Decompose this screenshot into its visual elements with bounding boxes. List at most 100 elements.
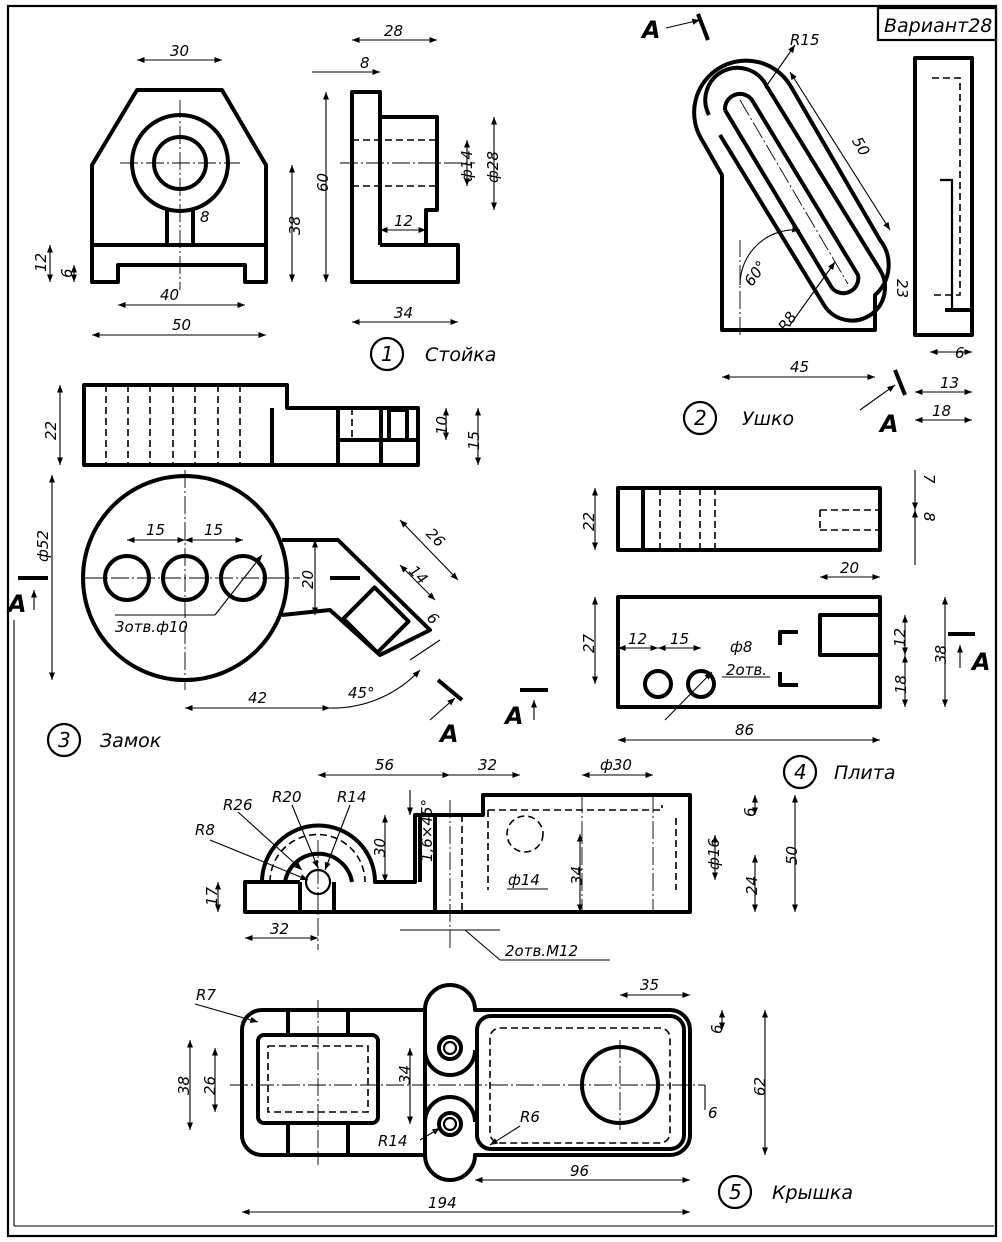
part-ushko: A R15 50 60° R8 23 45 6 13 18 — [640, 13, 974, 438]
dim-15-b: 15 — [204, 521, 223, 539]
dim-6: 6 — [708, 1024, 726, 1034]
dim-r20: R20 — [272, 788, 302, 806]
dim-r14: R14 — [337, 788, 367, 806]
dim-40: 40 — [160, 286, 179, 304]
part5-name: Крышка — [772, 1182, 853, 1204]
part4-number: 4 — [794, 760, 807, 784]
dim-r8: R8 — [195, 821, 215, 839]
dim-34: 34 — [568, 866, 586, 885]
dim-35: 35 — [640, 976, 659, 994]
dim-23: 23 — [893, 279, 911, 298]
dim-24: 24 — [743, 876, 761, 895]
dim-42: 42 — [248, 689, 267, 707]
dim-17: 17 — [203, 886, 221, 906]
dim-r6: R6 — [520, 1108, 540, 1126]
dim-28: 28 — [384, 22, 403, 40]
dim-26: 26 — [201, 1076, 219, 1095]
dim-12-r: 12 — [891, 628, 909, 647]
part5-number-circle — [717, 1174, 753, 1210]
dim-d14: ф14 — [458, 150, 476, 182]
dim-50: 50 — [172, 316, 191, 334]
dim-d16: ф16 — [705, 838, 723, 870]
dim-8-top: 8 — [360, 54, 370, 72]
section-mark-a-mid: A — [503, 702, 524, 730]
part2-number-circle — [682, 400, 718, 436]
part-kryshka-front: 56 32 ф30 R26 R20 R14 R8 30 1,6×45° 34 ф… — [195, 756, 801, 961]
dim-38: 38 — [286, 216, 304, 235]
section-mark-a-plita: A — [970, 648, 991, 676]
dim-45: 45 — [790, 358, 809, 376]
dim-30: 30 — [371, 838, 389, 857]
part-zamok: 22 10 15 ф52 15 15 3отв.ф10 20 26 14 6 4… — [6, 383, 994, 1227]
part2-name: Ушко — [742, 408, 794, 430]
dim-96: 96 — [570, 1162, 589, 1180]
dim-r14: R14 — [378, 1132, 408, 1150]
dim-d52: ф52 — [34, 530, 52, 562]
dim-34: 34 — [394, 304, 413, 322]
stoika-side-outline — [350, 90, 460, 284]
ushko-outline — [692, 58, 891, 332]
dim-6: 6 — [955, 344, 965, 362]
part4-number-circle — [782, 754, 818, 790]
zamok-top-outline — [82, 383, 420, 467]
plita-top-view — [616, 486, 882, 552]
dim-194: 194 — [428, 1194, 457, 1212]
variant-box: Вариант28 — [876, 6, 998, 42]
variant-label: Вариант28 — [884, 15, 992, 37]
dim-32: 32 — [478, 756, 497, 774]
dim-r26: R26 — [223, 796, 253, 814]
dim-15: 15 — [670, 630, 689, 648]
dim-50: 50 — [783, 846, 801, 865]
stoika-front-outline — [90, 88, 268, 284]
dim-12-b: 12 — [394, 212, 413, 230]
part3-number: 3 — [58, 728, 71, 752]
part-kryshka-plan: R7 35 6 38 26 34 R6 6 62 R14 96 194 5 Кр… — [175, 976, 853, 1216]
part4-name: Плита — [834, 762, 896, 784]
dim-6: 6 — [741, 807, 759, 817]
dim-d30: ф30 — [600, 756, 632, 774]
dim-6: 6 — [58, 268, 76, 278]
dim-18: 18 — [892, 675, 910, 694]
section-mark-a-left: A — [6, 590, 27, 618]
dim-6-b: 6 — [708, 1104, 718, 1122]
zamok-arm — [281, 538, 432, 657]
dim-38: 38 — [932, 645, 950, 664]
dim-20: 20 — [299, 570, 317, 589]
dim-22: 22 — [580, 512, 598, 531]
dim-20: 20 — [840, 559, 859, 577]
dim-holes: 3отв.ф10 — [115, 618, 188, 636]
dim-8: 8 — [920, 512, 938, 522]
ushko-side — [913, 56, 974, 337]
dim-38: 38 — [175, 1076, 193, 1095]
part5-number: 5 — [729, 1180, 742, 1204]
dim-7: 7 — [920, 474, 938, 484]
sheet-frame — [6, 4, 998, 1238]
dim-r7: R7 — [196, 986, 216, 1004]
part3-name: Замок — [100, 730, 162, 752]
dim-15-a: 15 — [146, 521, 165, 539]
dim-d14: ф14 — [508, 871, 540, 889]
dim-12: 12 — [628, 630, 647, 648]
kryshka-front-outline — [243, 793, 692, 914]
section-mark-a-zamok: A — [438, 720, 459, 748]
dim-chamfer: 1,6×45° — [418, 799, 436, 862]
section-mark-a-top: A — [640, 16, 661, 44]
part1-number-circle — [369, 336, 405, 372]
dim-56: 56 — [375, 756, 394, 774]
kryshka-plan-outline — [240, 983, 692, 1182]
dim-60: 60 — [314, 173, 332, 192]
dim-18: 18 — [932, 402, 951, 420]
dim-d28: ф28 — [484, 151, 502, 183]
dim-12: 12 — [32, 253, 50, 272]
dim-8-slot: 8 — [200, 208, 210, 226]
dim-27: 27 — [580, 633, 598, 653]
dim-45deg: 45° — [348, 684, 375, 702]
part1-number: 1 — [381, 342, 394, 366]
dim-10: 10 — [433, 416, 451, 435]
dim-15: 15 — [465, 431, 483, 450]
part2-number: 2 — [694, 406, 707, 430]
dim-34: 34 — [396, 1065, 414, 1084]
part-stoika: 30 50 40 38 12 6 8 28 8 60 ф14 ф28 12 34 — [32, 22, 502, 372]
